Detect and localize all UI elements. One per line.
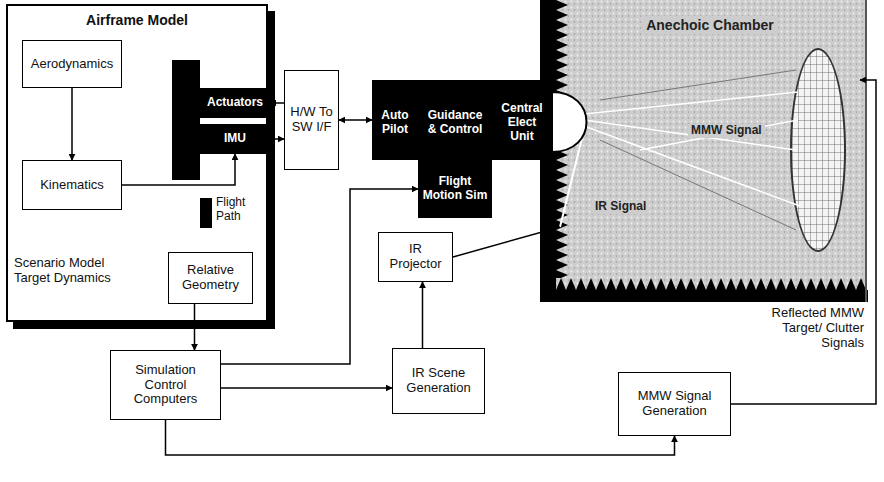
signal-arrow: [339, 119, 372, 121]
absorber-cones: [556, 278, 866, 290]
node-text: H/W To SW I/F: [289, 105, 334, 135]
node-text: Simulation Control Computers: [115, 363, 216, 408]
antenna-array: [790, 48, 846, 252]
node-text: Guidance & Control: [423, 109, 487, 137]
process-box: Aerodynamics: [22, 40, 122, 88]
computer-box: Simulation Control Computers: [110, 350, 221, 420]
signal-arrow: [270, 138, 284, 140]
hardware-block: Central Elect Unit: [492, 88, 552, 158]
node-text: Central Elect Unit: [495, 102, 549, 143]
signal-arrow: [422, 282, 424, 348]
node-text: IR Scene Generation: [397, 366, 480, 396]
process-box: Relative Geometry: [168, 252, 253, 304]
process-box: Kinematics: [22, 160, 122, 210]
hardware-block: IMU: [200, 124, 270, 154]
hardware-block: Actuators: [200, 88, 270, 118]
flight-path-mark: [200, 198, 212, 228]
signal-label: IR Signal: [592, 200, 649, 214]
node-text: Actuators: [207, 96, 263, 110]
process-box: IR Projector: [378, 232, 453, 282]
process-box: IR Scene Generation: [392, 348, 485, 414]
scenario-label: Scenario Model Target Dynamics: [14, 256, 130, 286]
signal-note: Reflected MMW Target/ Clutter Signals: [756, 306, 864, 351]
seeker-body: [372, 80, 556, 160]
node-text: Relative Geometry: [173, 263, 248, 293]
node-text: MMW Signal Generation: [623, 389, 726, 419]
hardware-block: Guidance & Control: [420, 88, 490, 158]
mmw-beams: [584, 92, 800, 206]
hardware-block: Auto Pilot: [372, 88, 418, 158]
absorber-floor: [540, 290, 868, 302]
signal-arrow: [453, 227, 560, 257]
signal-arrow: [122, 154, 235, 185]
antenna-grid: [790, 48, 846, 252]
signal-label: MMW Signal: [688, 124, 765, 138]
chamber-edge: [865, 0, 867, 302]
process-box: MMW Signal Generation: [618, 372, 731, 436]
node-text: Auto Pilot: [375, 109, 415, 137]
signal-arrow: [166, 420, 675, 455]
node-text: IR Projector: [383, 242, 448, 272]
node-text: Anechoic Chamber: [642, 16, 778, 34]
signal-arrow: [194, 304, 196, 350]
node-text: Kinematics: [40, 178, 104, 193]
node-text: IMU: [224, 132, 246, 146]
airframe-section: [172, 60, 200, 180]
path-label: Flight Path: [216, 196, 268, 224]
motion-simulator: Flight Motion Sim: [418, 160, 492, 218]
node-text: Flight Motion Sim: [421, 175, 489, 203]
signal-arrow: [221, 387, 392, 389]
node-text: Aerodynamics: [31, 57, 113, 72]
signal-arrow: [71, 88, 73, 160]
node-text: Airframe Model: [86, 12, 188, 28]
chamber-ground: [556, 0, 866, 290]
anechoic-chamber: Anechoic Chamber: [560, 0, 860, 290]
signal-arrow: [270, 102, 284, 104]
interface-box: H/W To SW I/F: [284, 70, 339, 170]
seeker-dome: [552, 92, 587, 152]
